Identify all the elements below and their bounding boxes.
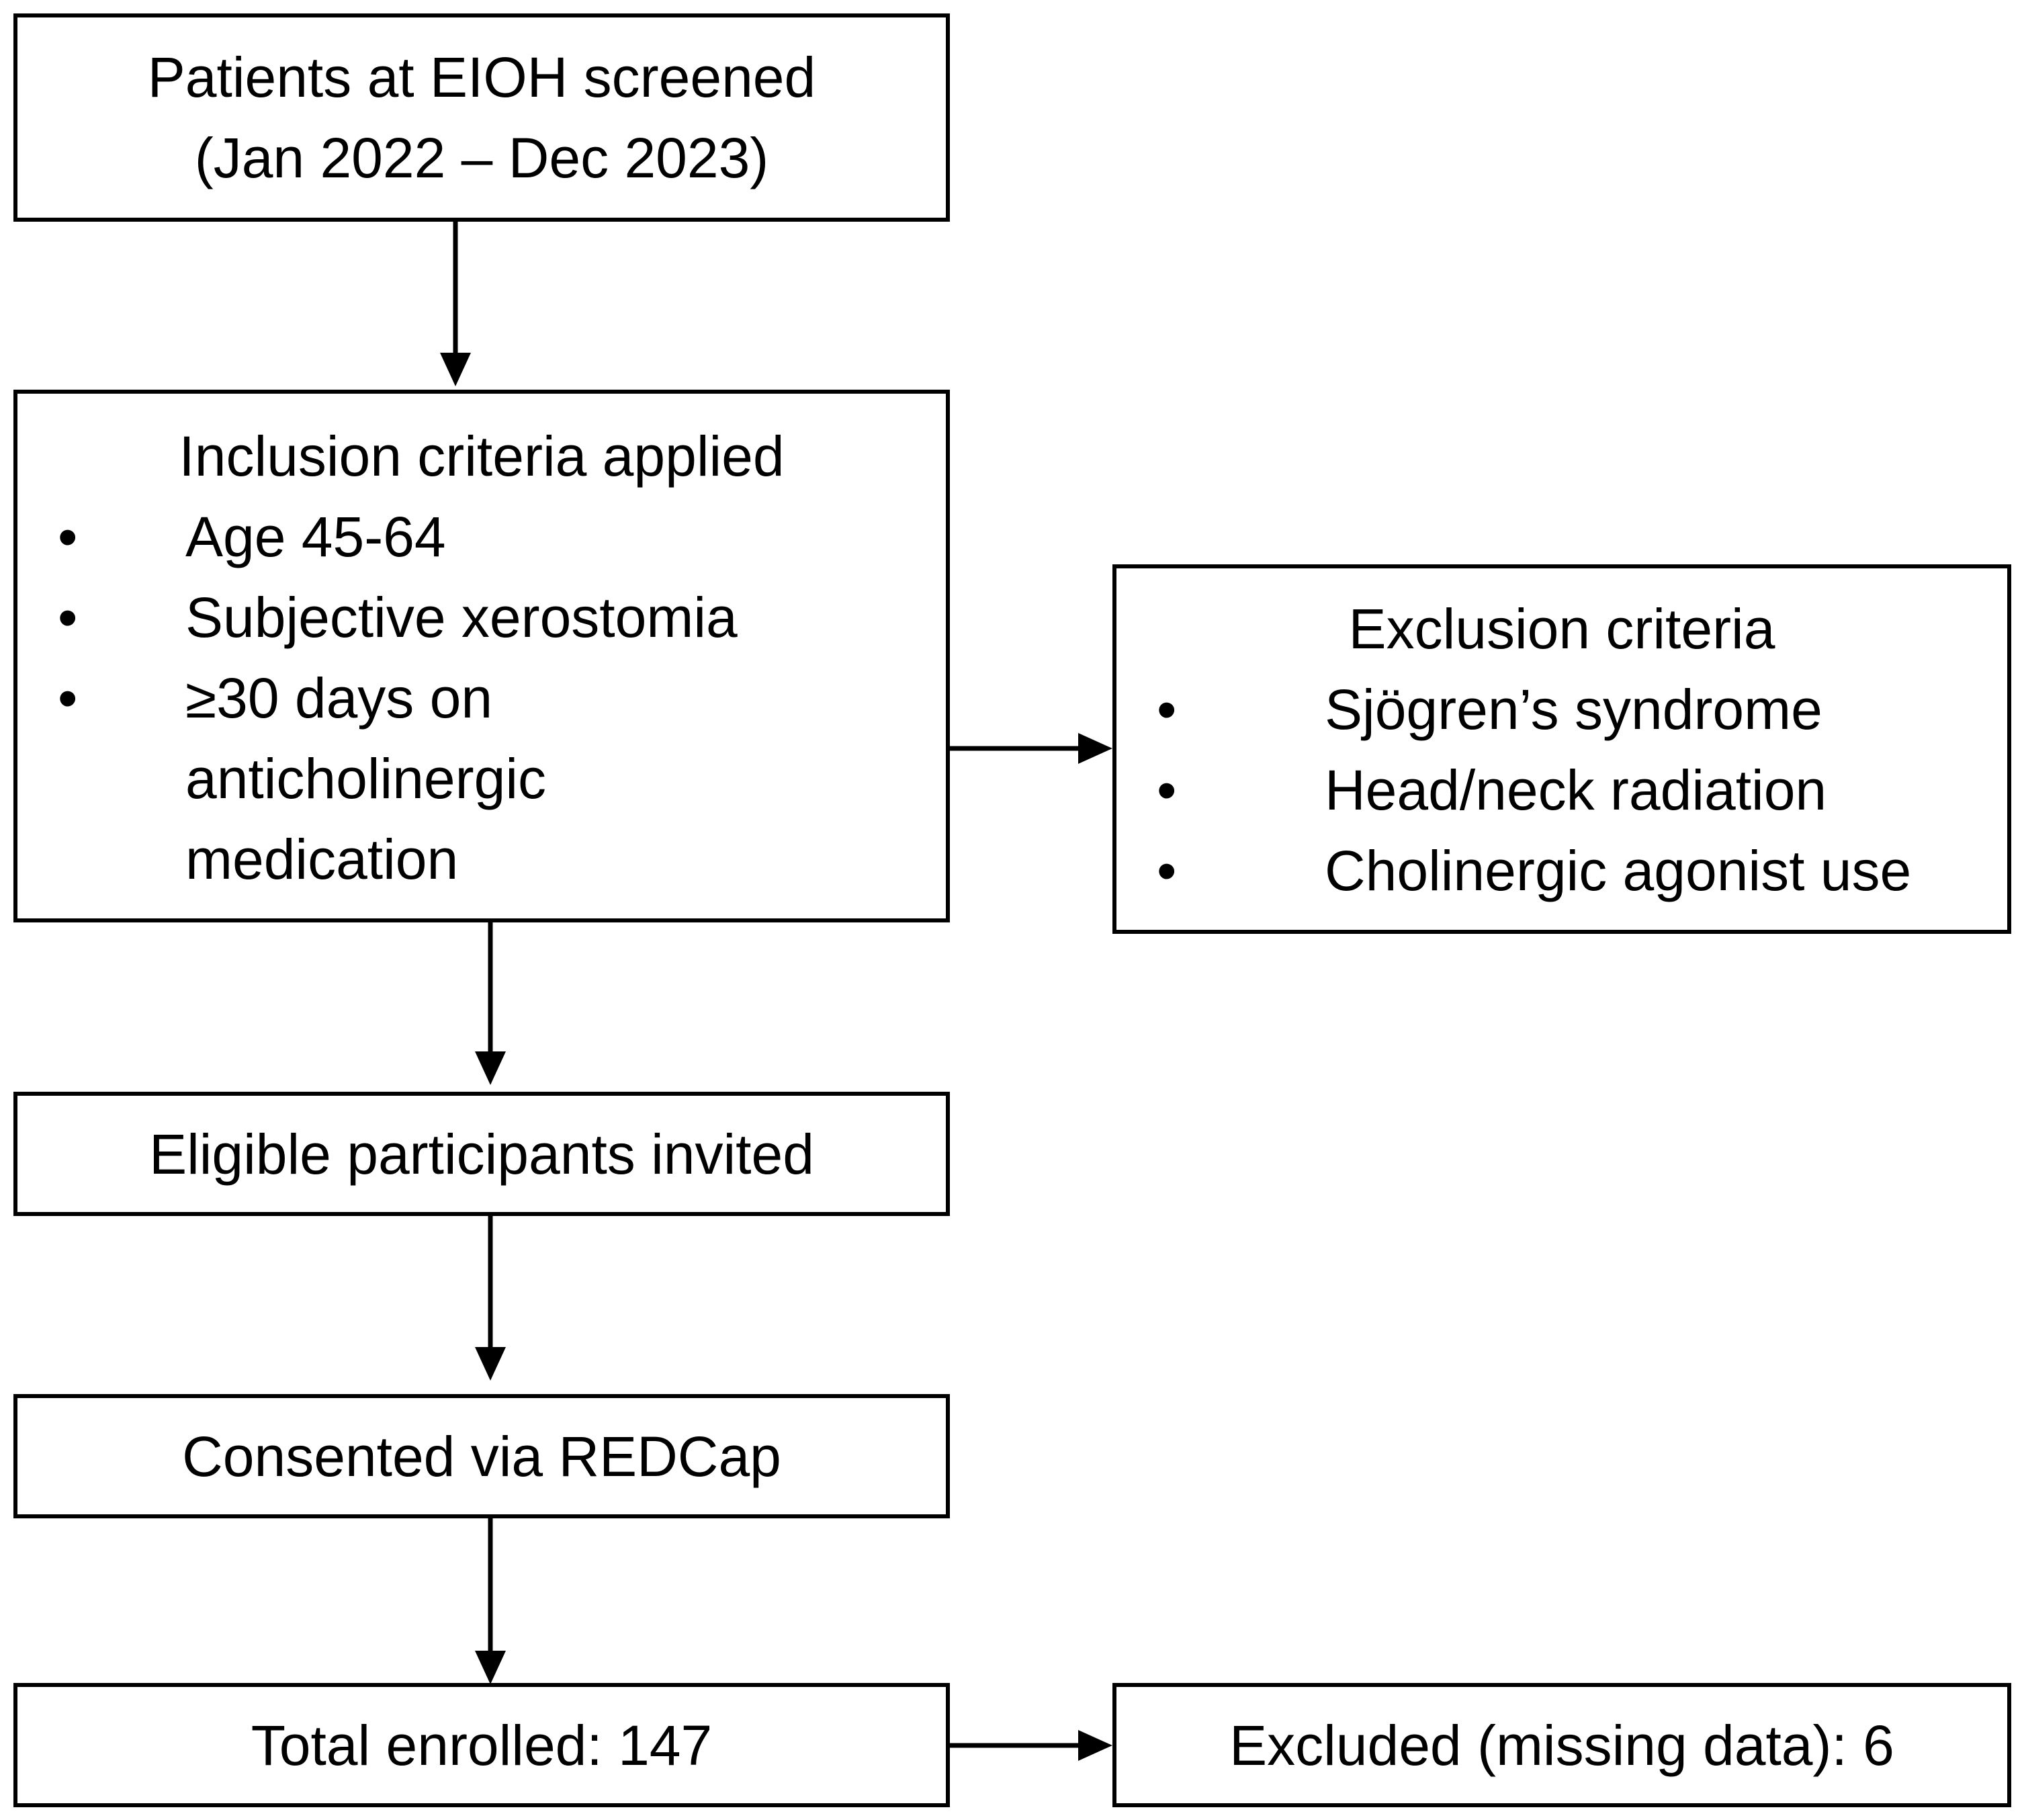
screened-line-2: (Jan 2022 – Dec 2023) [194, 126, 769, 189]
exclusion-item-label: Cholinergic agonist use [1325, 839, 1912, 902]
exclusion-title: Exclusion criteria [1348, 597, 1775, 660]
inclusion-item: • Age 45-64 [58, 496, 897, 577]
screened-line-1: Patients at EIOH screened [147, 46, 816, 109]
bullet-icon: • [58, 505, 78, 568]
inclusion-title: Inclusion criteria applied [179, 425, 785, 488]
invited-box: Eligible participants invited [13, 1092, 950, 1216]
exclusion-item: • Sjögren’s syndrome [1157, 669, 2003, 750]
bullet-icon: • [1157, 839, 1177, 902]
missing-data-label: Excluded (missing data): 6 [1229, 1713, 1894, 1777]
inclusion-item: • Subjective xerostomia [58, 577, 897, 658]
bullet-icon: • [1157, 678, 1177, 741]
exclusion-list: • Sjögren’s syndrome • Head/neck radiati… [1157, 669, 2003, 911]
arrowhead-inclusion-to-exclusion [1078, 733, 1112, 764]
bullet-icon: • [58, 586, 78, 649]
enrolled-box: Total enrolled: 147 [13, 1683, 950, 1807]
inclusion-list: • Age 45-64 • Subjective xerostomia • ≥3… [58, 496, 897, 900]
inclusion-box: Inclusion criteria applied • Age 45-64 •… [13, 390, 950, 922]
arrowhead-enrolled-to-missing [1078, 1730, 1112, 1761]
enrolled-label: Total enrolled: 147 [251, 1713, 713, 1777]
arrowhead-inclusion-to-invited [475, 1051, 506, 1085]
arrowhead-consented-to-enrolled [475, 1651, 506, 1684]
inclusion-item-label: Subjective xerostomia [185, 586, 738, 649]
exclusion-item: • Cholinergic agonist use [1157, 830, 2003, 911]
exclusion-item-label: Head/neck radiation [1325, 759, 1827, 822]
inclusion-item-label: Age 45-64 [185, 505, 446, 568]
exclusion-box: Exclusion criteria • Sjögren’s syndrome … [1112, 564, 2011, 934]
consented-label: Consented via REDCap [182, 1424, 781, 1488]
inclusion-item: • ≥30 days on anticholinergic medication [58, 658, 723, 900]
arrowhead-screened-to-inclusion [440, 353, 471, 386]
arrowhead-invited-to-consented [475, 1347, 506, 1381]
screened-box: Patients at EIOH screened (Jan 2022 – De… [13, 13, 950, 222]
exclusion-item: • Head/neck radiation [1157, 750, 2003, 830]
consented-box: Consented via REDCap [13, 1394, 950, 1518]
invited-label: Eligible participants invited [149, 1122, 814, 1186]
bullet-icon: • [58, 666, 78, 730]
missing-data-box: Excluded (missing data): 6 [1112, 1683, 2011, 1807]
bullet-icon: • [1157, 759, 1177, 822]
inclusion-item-label: ≥30 days on anticholinergic medication [185, 666, 546, 891]
exclusion-item-label: Sjögren’s syndrome [1325, 678, 1822, 741]
